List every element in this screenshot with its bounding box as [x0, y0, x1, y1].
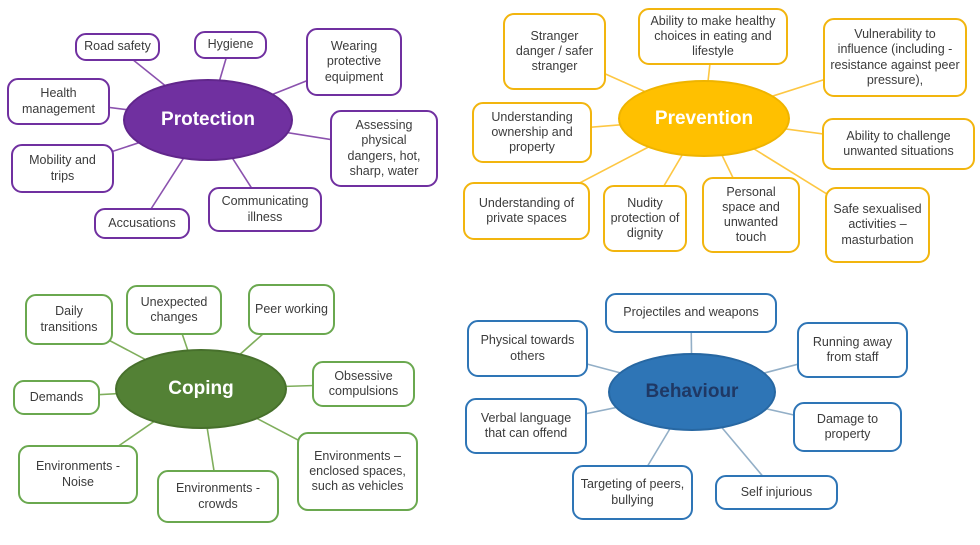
node-verbal-language-offend: Verbal language that can offend — [465, 398, 587, 454]
node-demands: Demands — [13, 380, 100, 415]
prevention-center-label: Prevention — [654, 107, 754, 129]
node-mobility-and-trips: Mobility and trips — [11, 144, 114, 193]
node-daily-transitions: Daily transitions — [25, 294, 113, 345]
node-challenge-unwanted-situations: Ability to challenge unwanted situations — [822, 118, 975, 170]
node-health-management: Health management — [7, 78, 110, 125]
node-targeting-of-peers-bullying: Targeting of peers, bullying — [572, 465, 693, 520]
coping-center-label: Coping — [168, 378, 234, 399]
node-assessing-physical-dangers: Assessing physical dangers, hot, sharp, … — [330, 110, 438, 187]
prevention-center-ellipse: Prevention — [618, 80, 790, 157]
node-road-safety: Road safety — [75, 33, 160, 61]
node-vulnerability-to-influence: Vulnerability to influence (including - … — [823, 18, 967, 97]
protection-center-ellipse: Protection — [123, 79, 293, 161]
node-physical-towards-others: Physical towards others — [467, 320, 588, 377]
node-private-spaces: Understanding of private spaces — [463, 182, 590, 240]
node-ownership-and-property: Understanding ownership and property — [472, 102, 592, 163]
node-self-injurious: Self injurious — [715, 475, 838, 510]
node-hygiene: Hygiene — [194, 31, 267, 59]
node-peer-working: Peer working — [248, 284, 335, 335]
node-accusations: Accusations — [94, 208, 190, 239]
node-wearing-protective-equipment: Wearing protective equipment — [306, 28, 402, 96]
node-environments-enclosed-spaces: Environments – enclosed spaces, such as … — [297, 432, 418, 511]
node-environments-crowds: Environments - crowds — [157, 470, 279, 523]
behaviour-center-label: Behaviour — [645, 381, 739, 402]
node-unexpected-changes: Unexpected changes — [126, 285, 222, 335]
node-nudity-protection-of-dignity: Nudity protection of dignity — [603, 185, 687, 252]
node-running-away-from-staff: Running away from staff — [797, 322, 908, 378]
node-damage-to-property: Damage to property — [793, 402, 902, 452]
node-projectiles-and-weapons: Projectiles and weapons — [605, 293, 777, 333]
protection-center-label: Protection — [161, 109, 255, 130]
behaviour-center-ellipse: Behaviour — [608, 353, 776, 431]
node-environments-noise: Environments - Noise — [18, 445, 138, 504]
node-stranger-danger: Stranger danger / safer stranger — [503, 13, 606, 90]
node-personal-space-unwanted-touch: Personal space and unwanted touch — [702, 177, 800, 253]
coping-center-ellipse: Coping — [115, 349, 287, 429]
node-obsessive-compulsions: Obsessive compulsions — [312, 361, 415, 407]
node-safe-sexualised-activities: Safe sexualised activities – masturbatio… — [825, 187, 930, 263]
node-communicating-illness: Communicating illness — [208, 187, 322, 232]
node-healthy-choices: Ability to make healthy choices in eatin… — [638, 8, 788, 65]
